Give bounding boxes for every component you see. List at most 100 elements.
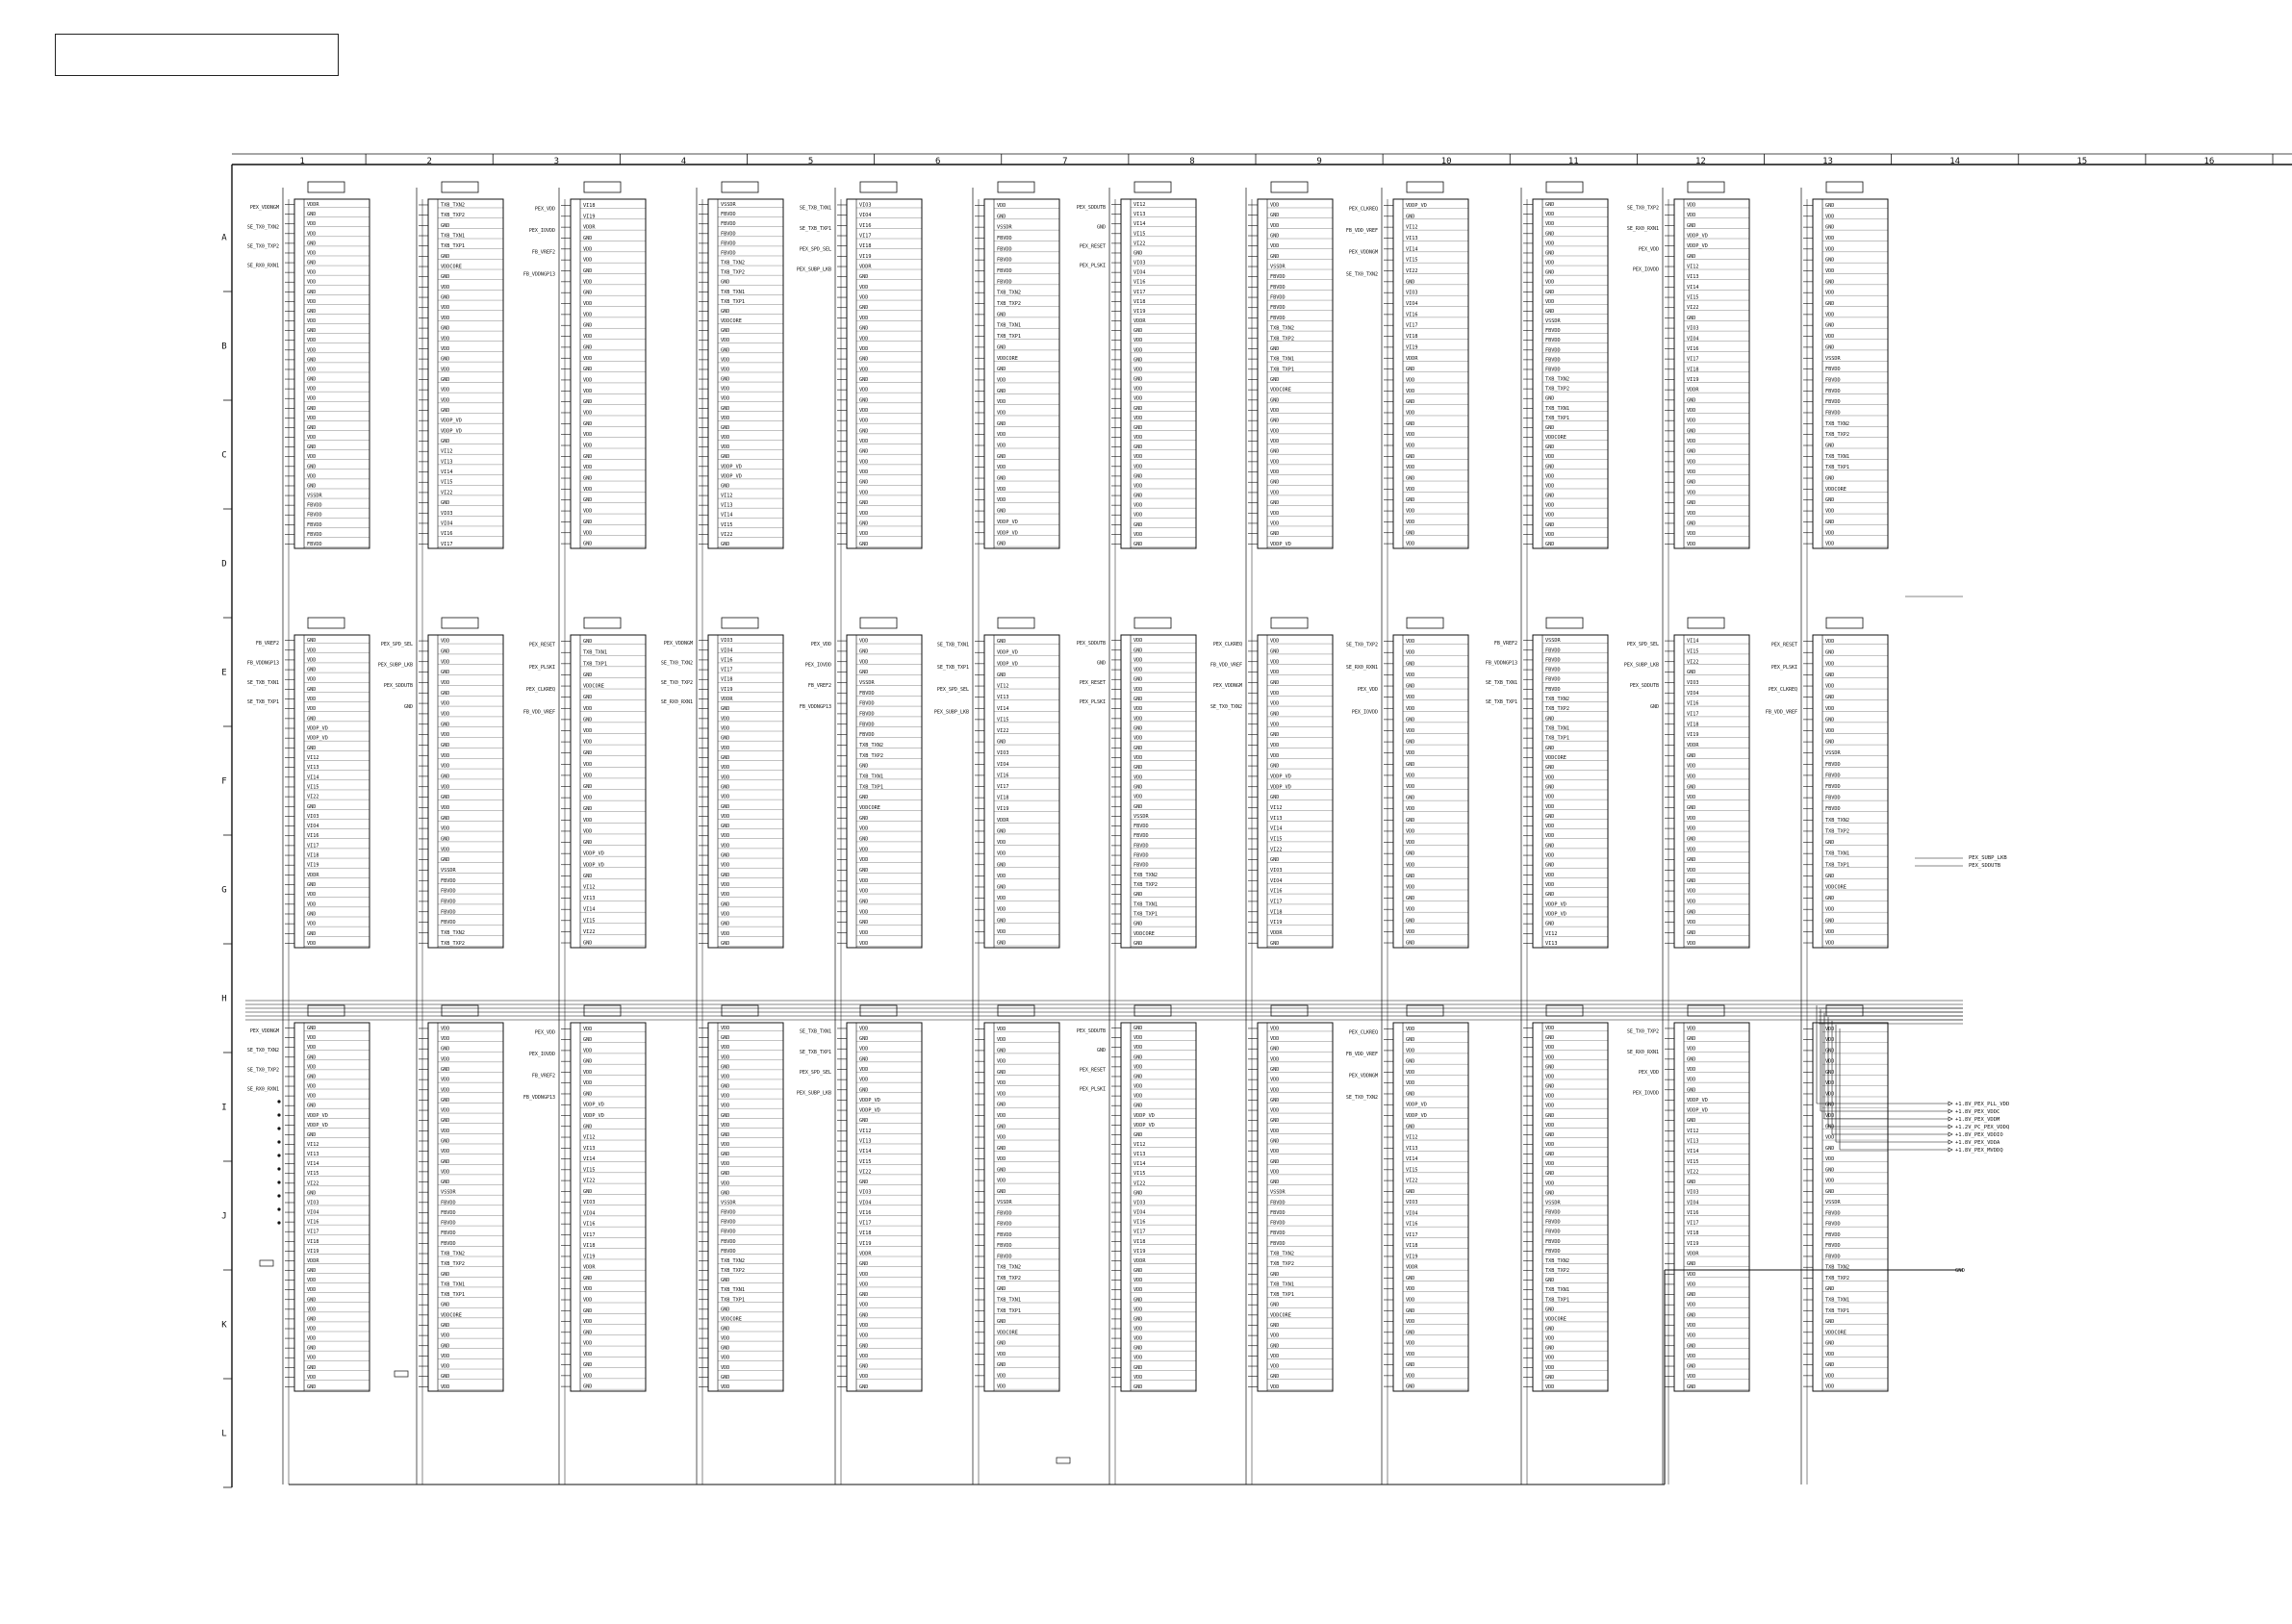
pin-name: VSSDR [1270, 1190, 1286, 1196]
pin-name: GND [1825, 258, 1834, 264]
pin-name: GND [1133, 677, 1142, 683]
pin-name: VDD [1825, 706, 1834, 712]
connector-block: VDDP_VDGNDVI12VI13VI14VI15VI22GNDVIO3VIO… [1346, 181, 1469, 549]
pin-name: GND [441, 223, 449, 229]
pin-name: FBVDD [1545, 367, 1561, 372]
pin-name: VDDR [583, 1265, 596, 1271]
pin-name: VDD [583, 728, 592, 734]
connector-block: VSSDRFBVDDFBVDDFBVDDFBVDDFBVDDTXB_TXN2TX… [1486, 617, 1609, 949]
pin-name: GND [1406, 1059, 1414, 1065]
pin-name: GND [1825, 1146, 1834, 1152]
pin-name: GND [1270, 234, 1279, 240]
pin-name: VI14 [441, 469, 453, 475]
pin-name: VDD [1687, 1026, 1695, 1031]
pin-name: GND [307, 464, 316, 469]
net-label: SE_RX0_RXN1 [1627, 226, 1659, 232]
pin-name: VDDP_VD [307, 1113, 328, 1119]
pin-name: VDDR [859, 265, 872, 270]
pin-name: TXB_TXP2 [997, 1276, 1021, 1281]
pin-name: VI13 [307, 1152, 319, 1157]
pin-name: GND [1270, 732, 1279, 738]
net-label: SE_TXB_TXN1 [247, 680, 279, 686]
pin-name: VDD [1545, 774, 1554, 780]
pin-name: GND [1133, 1268, 1142, 1274]
pin-name: VDD [307, 677, 316, 683]
pin-name: VDDP_VD [1406, 1103, 1427, 1108]
pin-name: GND [1406, 1330, 1414, 1335]
pin-name: VI16 [1687, 701, 1699, 707]
pin-name: FBVDD [441, 1210, 456, 1216]
pin-name: GND [721, 1064, 729, 1070]
pin-name: GND [441, 722, 449, 727]
pin-name: GND [1406, 1384, 1414, 1390]
pin-name: GND [307, 1190, 316, 1196]
pin-name: GND [859, 1292, 868, 1298]
pin-name: VI12 [1545, 931, 1558, 937]
pin-name: GND [1687, 1312, 1695, 1318]
pin-name: VDD [441, 1078, 449, 1083]
pin-name: VDD [721, 774, 729, 780]
pin-name: VDD [1270, 1364, 1279, 1370]
pin-name: FBVDD [1545, 677, 1561, 683]
pin-name: VDD [1687, 816, 1695, 822]
pin-name: VDD [1270, 1384, 1279, 1390]
refdes-box [1687, 1004, 1725, 1017]
pin-name: VDD [1406, 520, 1414, 525]
pin-name: GND [721, 1327, 729, 1332]
pin-name: VDD [307, 697, 316, 702]
pin-name: VDD [1687, 1047, 1695, 1053]
pin-name: FBVDD [1270, 1210, 1286, 1216]
pin-name: VI13 [1406, 236, 1418, 241]
pin-name: GND [997, 367, 1006, 372]
pin-name: GND [1825, 344, 1834, 350]
connector-body [707, 198, 784, 549]
pin-name: GND [1687, 805, 1695, 811]
pin-name: VI16 [1270, 889, 1283, 895]
net-label: FB_VDDNGP13 [523, 271, 555, 277]
pin-name: FBVDD [1545, 647, 1561, 653]
pin-name: GND [441, 254, 449, 260]
pin-name: FBVDD [1825, 1222, 1841, 1228]
pin-name: VDD [1133, 755, 1142, 761]
pin-name: GND [441, 816, 449, 822]
pin-name: GND [721, 736, 729, 742]
pin-name: GND [1687, 316, 1695, 321]
pin-name: GND [859, 899, 868, 904]
pin-name: VDDCORE [997, 1330, 1018, 1335]
signal-label: PEX_SUBP_LKB [1969, 855, 2007, 861]
pin-name: VDDP_VD [1687, 1108, 1708, 1114]
pin-name: VI14 [721, 513, 733, 519]
pin-name: TXB_TXN1 [1825, 454, 1849, 460]
pin-name: VDDR [307, 1258, 319, 1264]
pin-name: GND [307, 483, 316, 489]
pin-name: VDD [859, 316, 868, 321]
pin-name: GND [307, 425, 316, 431]
net-label: PEX_RESET [529, 643, 555, 648]
pin-name: GND [1133, 1104, 1142, 1109]
row-label: B [221, 343, 226, 352]
pin-name: GND [1825, 650, 1834, 656]
pin-name: GND [1545, 250, 1554, 256]
pin-name: GND [1133, 922, 1142, 927]
pin-name: FBVDD [1270, 1241, 1286, 1247]
pin-name: VDD [1133, 795, 1142, 800]
pin-name: VI22 [307, 795, 319, 800]
pin-name: GND [307, 1054, 316, 1060]
pin-name: VDD [307, 1278, 316, 1283]
row-label: L [221, 1430, 226, 1439]
pin-name: VI12 [441, 449, 453, 455]
pin-name: VDD [1406, 806, 1414, 812]
pin-name: VI12 [1133, 1142, 1146, 1148]
pin-name: VDD [1687, 899, 1695, 904]
column-label: 14 [1949, 157, 1960, 166]
pin-name: VI12 [859, 1129, 872, 1134]
pin-name: GND [721, 1171, 729, 1177]
net-label: PEX_SUBP_LKB [797, 1090, 831, 1096]
pin-name: VDD [441, 1384, 449, 1390]
pin-name: TXB_TXP1 [1545, 736, 1569, 742]
pin-name: VDD [1687, 469, 1695, 475]
pin-name: GND [721, 1375, 729, 1381]
net-label: PEX_SDDUTB [1077, 205, 1106, 211]
pin-name: VI12 [1406, 1135, 1418, 1141]
pin-name: TXB_TXN1 [1270, 1281, 1294, 1287]
